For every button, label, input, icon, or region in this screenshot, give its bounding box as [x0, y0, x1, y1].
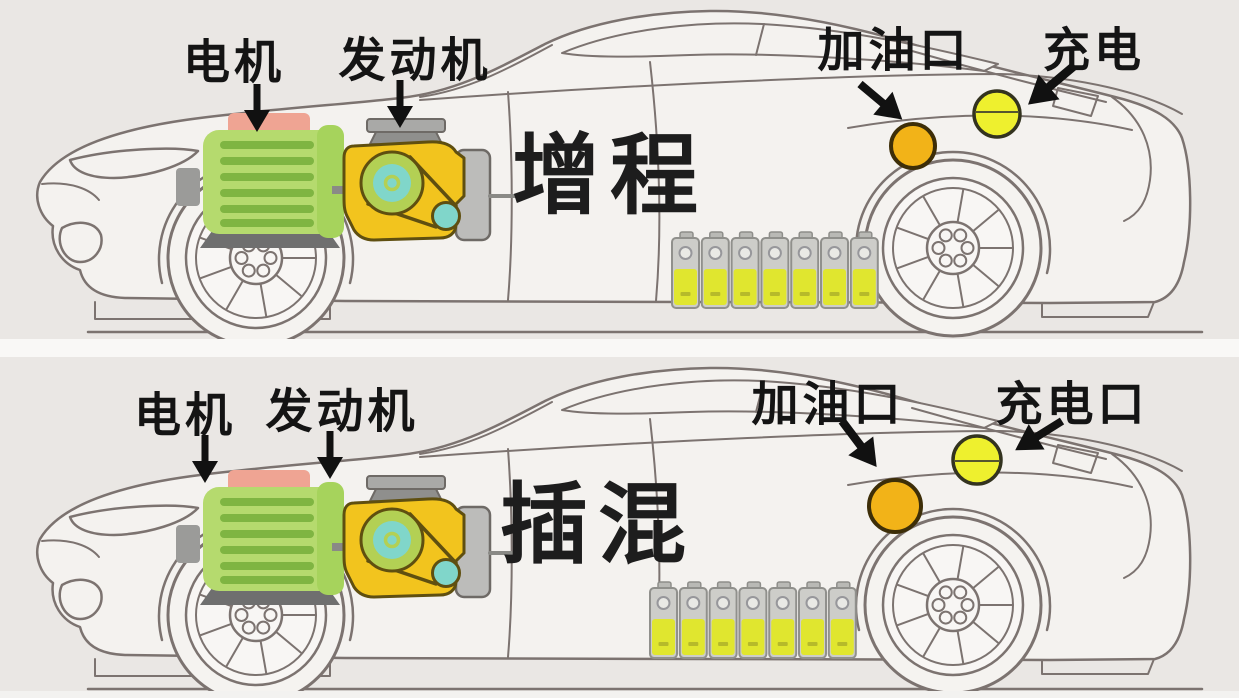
battery-cell [820, 231, 849, 309]
battery-cell [827, 581, 857, 659]
charge-port-label: 充电 [1043, 23, 1145, 77]
battery-cell [768, 581, 798, 659]
battery-pack [649, 581, 857, 659]
bottom-strip [0, 691, 1239, 698]
fuel-port-label: 加油口 [817, 23, 971, 77]
panel-range-extender: 电机 发动机 加油口 充电 增程 [0, 0, 1239, 339]
battery-cell [700, 231, 730, 309]
fuel-port-label: 加油口 [751, 377, 905, 431]
charge-port-label: 充电口 [995, 377, 1149, 431]
battery-cell [671, 231, 700, 309]
panel-title-range-extender: 增程 [512, 126, 709, 225]
fuel-port-circle [889, 122, 937, 170]
charge-port-circle [972, 89, 1022, 139]
battery-cell [790, 231, 820, 309]
panel-divider [0, 339, 1239, 357]
car-illustration-range-extender [0, 0, 1239, 339]
engine-label: 发动机 [265, 384, 419, 438]
battery-cell [730, 231, 760, 309]
motor-label: 电机 [183, 35, 285, 89]
panel-plug-in-hybrid: 电机 发动机 加油口 充电口 插混 [0, 357, 1239, 691]
motor-label: 电机 [134, 388, 236, 442]
battery-cell [849, 231, 879, 309]
car-illustration-plug-in-hybrid [0, 357, 1239, 691]
battery-cell [678, 581, 708, 659]
battery-cell [760, 231, 790, 309]
battery-pack [671, 231, 879, 309]
battery-cell [798, 581, 827, 659]
battery-cell [738, 581, 768, 659]
battery-cell [708, 581, 738, 659]
fuel-port-circle [867, 478, 923, 534]
engine-label: 发动机 [338, 33, 492, 87]
battery-cell [649, 581, 678, 659]
panel-title-plug-in-hybrid: 插混 [500, 475, 697, 574]
